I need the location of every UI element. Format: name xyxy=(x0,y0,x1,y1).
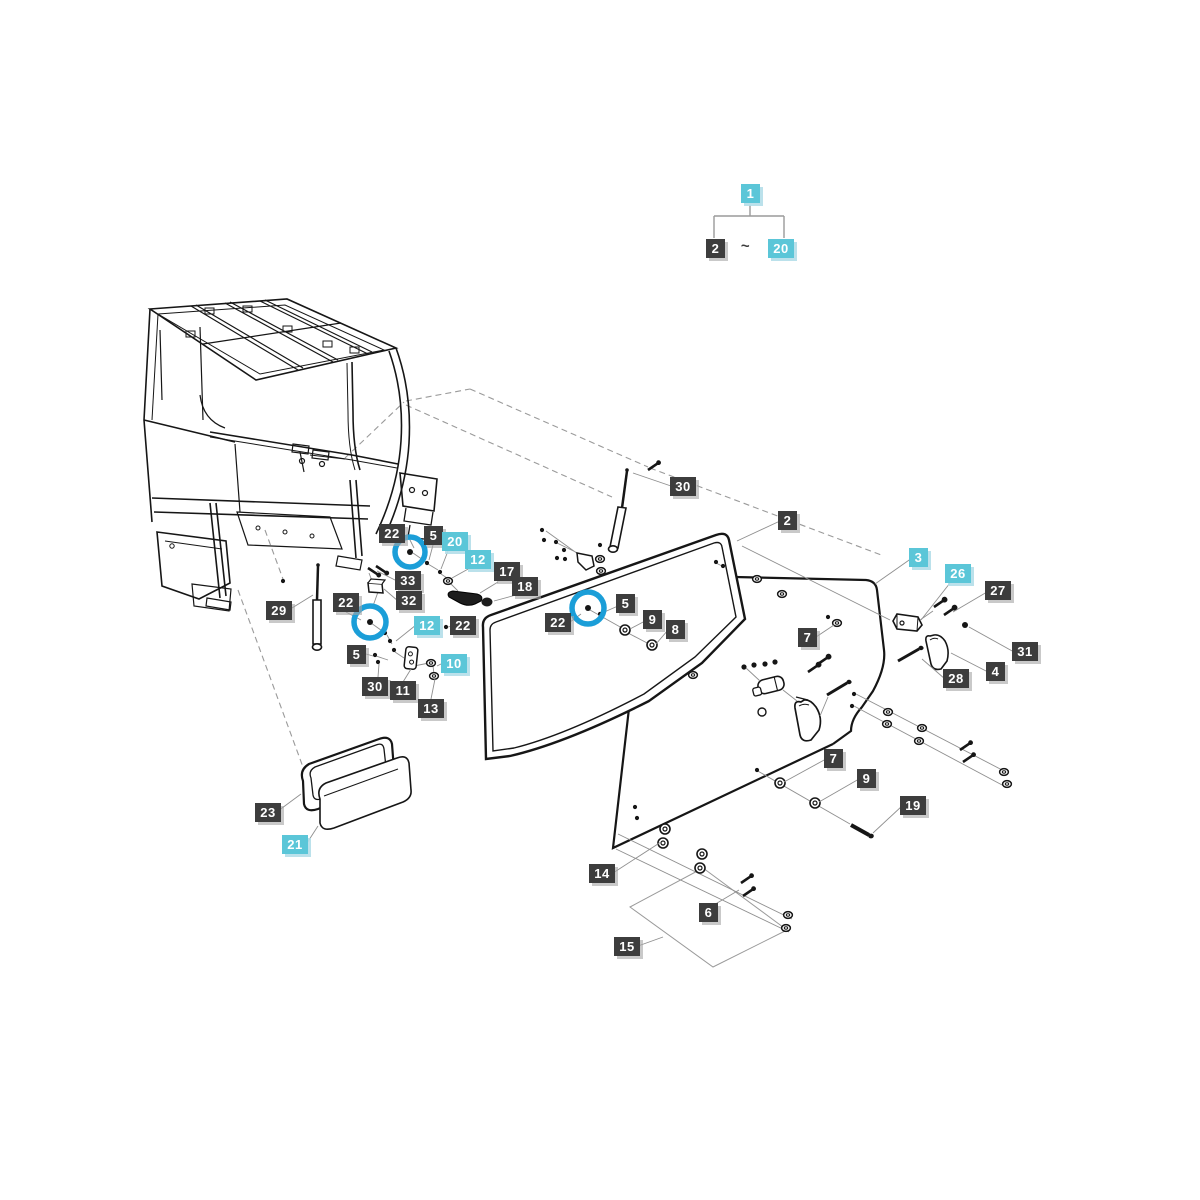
part-label-15: 15 xyxy=(614,937,640,956)
part-label-33: 33 xyxy=(395,571,421,590)
part-label-5: 5 xyxy=(424,526,443,545)
part-label-31: 31 xyxy=(1012,642,1038,661)
highlight-circles xyxy=(351,534,607,641)
part-label-1: 1 xyxy=(741,184,760,203)
part-label-2: 2 xyxy=(706,239,725,258)
door-panel-details xyxy=(741,652,852,742)
part-label-9: 9 xyxy=(643,610,662,629)
part-label-30: 30 xyxy=(670,477,696,496)
part-label-8: 8 xyxy=(666,620,685,639)
part-label-22: 22 xyxy=(333,593,359,612)
part-label-19: 19 xyxy=(900,796,926,815)
part-label-18: 18 xyxy=(512,577,538,596)
part-label-6: 6 xyxy=(699,903,718,922)
part-label-32: 32 xyxy=(396,591,422,610)
part-label-10: 10 xyxy=(441,654,467,673)
part-label-7: 7 xyxy=(798,628,817,647)
part-label-23: 23 xyxy=(255,803,281,822)
latch-part26 xyxy=(892,595,968,671)
part-label-27: 27 xyxy=(985,581,1011,600)
part-label-9: 9 xyxy=(857,769,876,788)
gas-strut-30 xyxy=(607,468,629,553)
part-label-20: 20 xyxy=(768,239,794,258)
part-label-17: 17 xyxy=(494,562,520,581)
highlight-circle xyxy=(351,603,389,641)
window-glass-part21 xyxy=(318,756,412,830)
highlight-circle xyxy=(392,534,428,570)
part-label-28: 28 xyxy=(943,669,969,688)
part-label-12: 12 xyxy=(414,616,440,635)
part-label-29: 29 xyxy=(266,601,292,620)
part-label-tilde: ~ xyxy=(740,238,751,255)
part-label-12: 12 xyxy=(465,550,491,569)
highlight-circle xyxy=(569,589,607,627)
part-label-3: 3 xyxy=(909,548,928,567)
part-label-30: 30 xyxy=(362,677,388,696)
fasteners xyxy=(280,458,1013,933)
part-label-11: 11 xyxy=(390,681,416,700)
glass-outline-part15 xyxy=(629,867,788,968)
gas-strut-29 xyxy=(311,563,323,651)
part-label-21: 21 xyxy=(282,835,308,854)
part-label-5: 5 xyxy=(347,645,366,664)
part-label-26: 26 xyxy=(945,564,971,583)
part-label-4: 4 xyxy=(986,662,1005,681)
part-label-14: 14 xyxy=(589,864,615,883)
part-label-20: 20 xyxy=(442,532,468,551)
part-label-2: 2 xyxy=(778,511,797,530)
part-label-5: 5 xyxy=(616,594,635,613)
door-panel-part3 xyxy=(734,575,886,745)
tree-connector xyxy=(713,205,785,238)
cab-frame xyxy=(143,298,438,612)
part-label-13: 13 xyxy=(418,699,444,718)
part-label-22: 22 xyxy=(450,616,476,635)
part-label-22: 22 xyxy=(379,524,405,543)
part-label-22: 22 xyxy=(545,613,571,632)
part-label-7: 7 xyxy=(824,749,843,768)
window-frame-part2 xyxy=(481,532,747,761)
